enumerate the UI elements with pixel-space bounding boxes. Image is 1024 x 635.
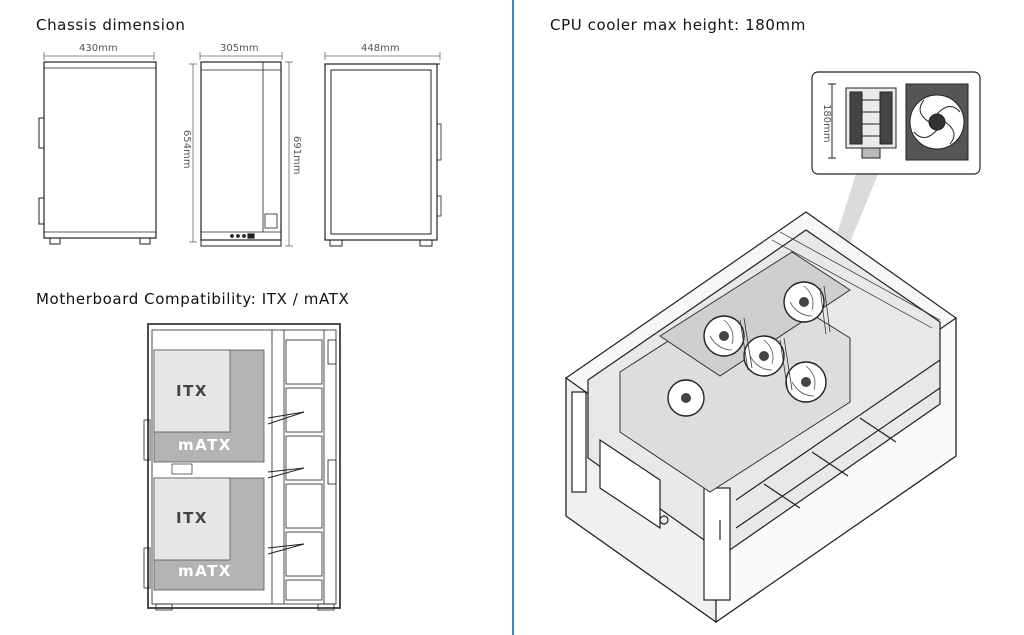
section-divider xyxy=(512,0,514,635)
motherboard-layout-drawing xyxy=(143,323,341,611)
cpu-cooler-title: CPU cooler max height: 180mm xyxy=(550,16,806,34)
itx-label-bottom: ITX xyxy=(176,509,208,527)
front-width-label: 430mm xyxy=(79,43,118,54)
chassis-drawings xyxy=(38,52,442,611)
back-view-drawing xyxy=(324,52,442,247)
itx-label-top: ITX xyxy=(176,382,208,400)
back-width-label: 448mm xyxy=(361,43,400,54)
side-depth-label: 305mm xyxy=(220,43,259,54)
installed-components xyxy=(619,251,851,493)
cooler-height-label: 180mm xyxy=(821,104,832,143)
motherboard-compatibility-title: Motherboard Compatibility: ITX / mATX xyxy=(36,290,350,308)
matx-label-bottom: mATX xyxy=(178,562,232,580)
matx-label-top: mATX xyxy=(178,436,232,454)
side-view-drawing xyxy=(189,52,293,247)
cooler-callout xyxy=(811,71,981,175)
chassis-dimension-title: Chassis dimension xyxy=(36,16,186,34)
front-view-drawing xyxy=(38,52,157,245)
